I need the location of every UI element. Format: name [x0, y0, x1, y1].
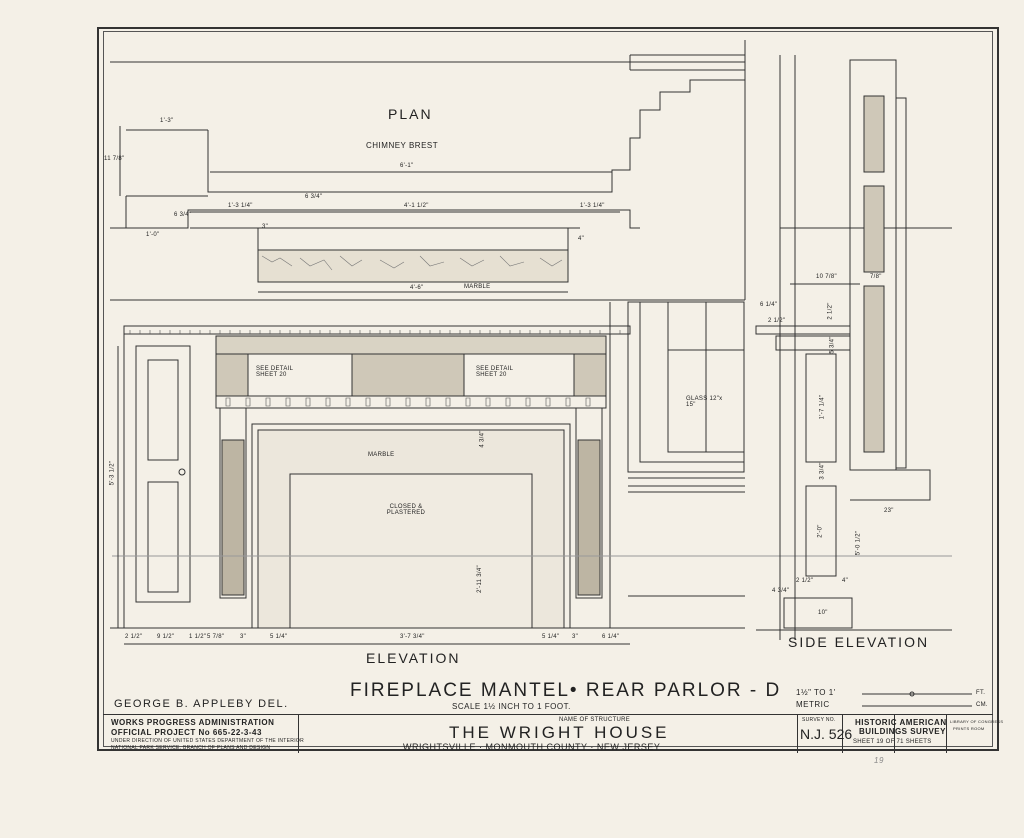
side-dim: 6 1/4"	[760, 302, 778, 308]
scale-note: SCALE 1½ INCH TO 1 FOOT.	[452, 702, 571, 711]
bottom-dim: 5 1/4"	[270, 634, 288, 640]
side-dim: 10 7/8"	[816, 274, 837, 280]
scale-bar-cm: CM.	[976, 702, 988, 708]
closed-plastered-label: CLOSED & PLASTERED	[386, 504, 426, 516]
bottom-dim: 9 1/2"	[157, 634, 175, 640]
plan-dim-center-seg: 4'-1 1/2"	[404, 203, 429, 209]
plan-dim-left-seg: 1'-3 1/4"	[228, 203, 253, 209]
wpa-line2: OFFICIAL PROJECT No 665-22-3-43	[111, 728, 262, 737]
side-dim: 2 1/2"	[796, 578, 814, 584]
habs-cell: HISTORIC AMERICAN BUILDINGS SURVEY SHEET…	[843, 715, 947, 753]
side-dim: 2 1/2"	[827, 302, 834, 320]
plan-title: PLAN	[388, 106, 433, 122]
survey-caption: SURVEY NO.	[802, 717, 836, 723]
see-detail-left: SEE DETAIL SHEET 20	[256, 366, 294, 378]
outer-border	[97, 27, 999, 751]
scale-bar-graphic	[862, 691, 972, 707]
side-dim: 3 3/4"	[819, 462, 826, 480]
survey-cell: SURVEY NO. N.J. 526	[797, 715, 852, 753]
see-detail-right: SEE DETAIL SHEET 20	[476, 366, 514, 378]
plan-dim-hearth-width: 4'-6"	[410, 285, 424, 291]
structure-cell: NAME OF STRUCTURE THE WRIGHT HOUSE WRIGH…	[299, 715, 895, 753]
side-dim: 5 3/4"	[829, 336, 836, 354]
opening-height-dim: 2'-11 3/4"	[476, 565, 483, 593]
elevation-title: ELEVATION	[366, 650, 461, 666]
chimney-label: CHIMNEY BREST	[366, 141, 439, 150]
side-dim: 4 3/4"	[772, 588, 790, 594]
plan-marble-label: MARBLE	[464, 284, 491, 290]
survey-number: N.J. 526	[800, 726, 853, 742]
scale-bar-imperial: 1½" TO 1'	[796, 688, 836, 697]
elevation-marble-label: MARBLE	[368, 452, 395, 458]
title-block: WORKS PROGRESS ADMINISTRATION OFFICIAL P…	[103, 714, 1003, 753]
marble-hatching	[261, 255, 563, 271]
wpa-line1: WORKS PROGRESS ADMINISTRATION	[111, 718, 275, 727]
plan-dim-hearth-a: 3"	[262, 224, 269, 230]
side-dim: 5'-0 1/2"	[855, 530, 862, 556]
side-dim: 1'-7 1/4"	[819, 394, 826, 420]
side-dim: 7/8"	[870, 274, 882, 280]
plan-dim-small-a: 6 3/4"	[305, 194, 323, 200]
side-dim: 2'-0"	[817, 524, 824, 538]
scale-bar-ft: FT.	[976, 690, 986, 696]
dentil-row	[129, 330, 621, 407]
scale-bar-metric: METRIC	[796, 700, 830, 709]
habs-line1: HISTORIC AMERICAN	[855, 718, 947, 727]
bottom-dim: 6 1/4"	[602, 634, 620, 640]
side-dim: 4"	[842, 578, 849, 584]
bottom-dim: 3"	[572, 634, 579, 640]
marble-top-dim: 4 3/4"	[479, 430, 486, 448]
side-elevation-view	[755, 55, 952, 640]
name-caption: NAME OF STRUCTURE	[559, 717, 631, 723]
plan-dim-left-height: 11 7/8"	[104, 156, 125, 162]
plan-view	[110, 40, 746, 300]
elevation-height-dim: 5'-3 1/2"	[109, 460, 116, 486]
plan-dim-chimney-width: 6'-1"	[400, 163, 414, 169]
delineator: GEORGE B. APPLEBY DEL.	[114, 698, 289, 710]
plan-dim-hearth-b: 4"	[578, 236, 585, 242]
plan-dim-top-width: 1'-3"	[160, 118, 174, 124]
plan-dim-small-b: 6 3/4"	[174, 212, 192, 218]
plan-dim-left-depth: 1'-0"	[146, 232, 160, 238]
side-elevation-title: SIDE ELEVATION	[788, 634, 930, 650]
bottom-dim: 3"	[240, 634, 247, 640]
wpa-line4: NATIONAL PARK SERVICE, BRANCH OF PLANS A…	[111, 745, 271, 751]
bottom-dim: 5 7/8"	[207, 634, 225, 640]
elevation-view	[110, 299, 952, 645]
drawing-title: FIREPLACE MANTEL• REAR PARLOR - D	[350, 680, 782, 701]
bottom-dim: 1 1/2"	[189, 634, 207, 640]
bottom-dim: 2 1/2"	[125, 634, 143, 640]
glass-label: GLASS 12"x 15"	[686, 396, 723, 408]
plan-dim-right-seg: 1'-3 1/4"	[580, 203, 605, 209]
side-dim: 23"	[884, 508, 894, 514]
handwritten-sheet-mark: 19	[874, 756, 884, 765]
habs-line2: BUILDINGS SURVEY	[859, 727, 946, 736]
location: WRIGHTSVILLE · MONMOUTH COUNTY · NEW JER…	[403, 742, 661, 752]
library-line1: LIBRARY OF CONGRESS	[950, 719, 1004, 724]
wpa-cell: WORKS PROGRESS ADMINISTRATION OFFICIAL P…	[103, 715, 304, 753]
wpa-line3: UNDER DIRECTION OF UNITED STATES DEPARTM…	[111, 738, 304, 744]
side-dim: 2 1/2"	[768, 318, 786, 324]
inner-border	[103, 31, 993, 747]
sheet-line: SHEET 19 OF 71 SHEETS	[853, 739, 932, 745]
library-line2: PRINTS ROOM	[953, 726, 985, 731]
side-dim: 10"	[818, 610, 828, 616]
bottom-dim: 3'-7 3/4"	[400, 634, 425, 640]
bottom-dim: 5 1/4"	[542, 634, 560, 640]
library-cell: LIBRARY OF CONGRESS PRINTS ROOM	[947, 715, 1003, 753]
structure-name: THE WRIGHT HOUSE	[449, 723, 670, 742]
